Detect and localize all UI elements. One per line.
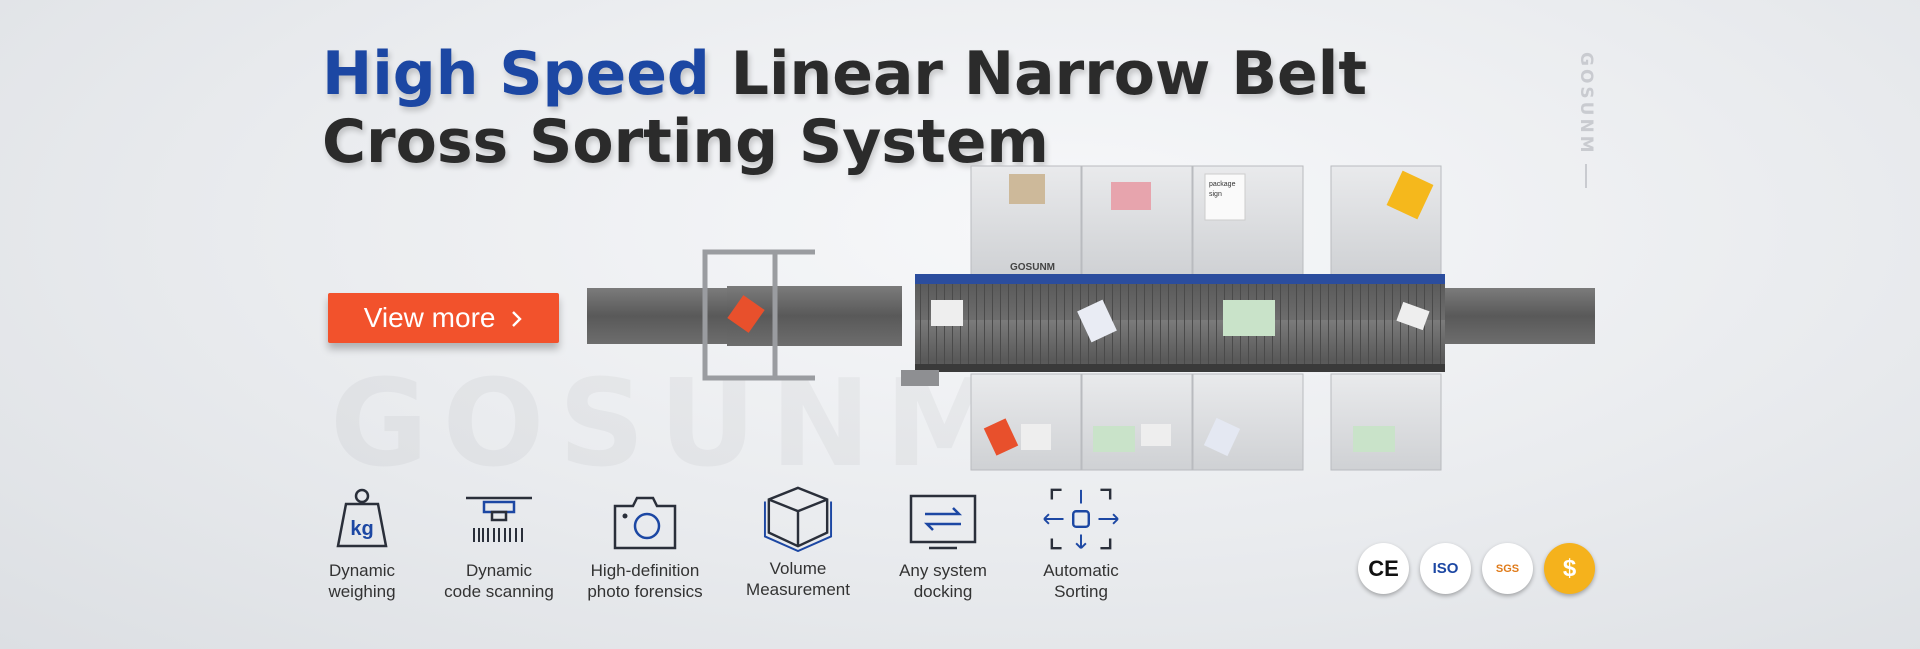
feature-system-docking: Any system docking	[873, 484, 1013, 602]
package-on-belt-2	[1077, 299, 1117, 343]
bottom-bins	[970, 373, 1442, 471]
feature-label: Automatic Sorting	[1043, 561, 1119, 601]
title-line1: Linear Narrow Belt	[709, 39, 1368, 109]
feature-label: Any system docking	[899, 561, 987, 601]
title-line2: Cross Sorting System	[322, 107, 1049, 177]
monitor-exchange-icon	[909, 494, 977, 550]
weight-kg-icon: kg	[336, 488, 388, 548]
auto-sort-icon	[1043, 488, 1119, 550]
package-yellow	[1386, 170, 1434, 220]
certification-badges: CE ISO SGS $	[1358, 543, 1595, 594]
package-on-belt-3	[1223, 300, 1275, 336]
package-label-1: package	[1209, 181, 1236, 188]
view-more-label: View more	[363, 302, 496, 333]
package-orange	[727, 295, 765, 333]
vertical-logo-text: GOSUNM	[1576, 52, 1596, 156]
feature-photo-forensics: High-definition photo forensics	[575, 484, 715, 602]
machine-logo: GOSUNM	[1010, 262, 1055, 273]
package-label-2: sign	[1209, 191, 1222, 198]
barcode-scanner-icon	[466, 496, 532, 542]
chevron-right-icon	[511, 302, 523, 334]
logo-divider	[1585, 163, 1587, 188]
feature-label: Dynamic code scanning	[444, 561, 554, 601]
package-white	[1204, 173, 1246, 221]
package-on-belt-4	[1396, 301, 1430, 331]
title-accent: High Speed	[322, 39, 710, 109]
sgs-icon: SGS	[1482, 543, 1533, 594]
kg-text: kg	[350, 518, 373, 540]
outfeed-conveyor	[1445, 288, 1595, 344]
sorter-machine-illustration: package sign GOSUNM	[587, 165, 1595, 471]
scanner-frame	[702, 249, 815, 381]
feature-label: Volume Measurement	[746, 559, 850, 599]
feature-volume-measurement: Volume Measurement	[728, 482, 868, 600]
package-kraft	[1009, 174, 1045, 204]
dollar-shield-icon: $	[1544, 543, 1595, 594]
ce-mark-icon: CE	[1358, 543, 1409, 594]
camera-icon	[613, 496, 677, 550]
feature-dynamic-weighing: kg Dynamic weighing	[292, 484, 432, 602]
package-on-belt-1	[931, 300, 963, 326]
iso-icon: ISO	[1420, 543, 1471, 594]
package-pink	[1111, 182, 1151, 210]
feature-label: High-definition photo forensics	[587, 561, 703, 601]
box-volume-icon	[763, 486, 833, 552]
feature-label: Dynamic weighing	[328, 561, 396, 601]
top-bins: package sign	[970, 165, 1442, 277]
cross-belt	[915, 284, 1445, 364]
control-box	[901, 370, 939, 386]
view-more-button[interactable]: View more	[328, 293, 559, 343]
feature-dynamic-code-scanning: Dynamic code scanning	[429, 484, 569, 602]
page-title: High Speed Linear Narrow Belt Cross Sort…	[322, 40, 1367, 176]
vertical-logo: GOSUNM	[1576, 52, 1596, 188]
feature-automatic-sorting: Automatic Sorting	[1011, 484, 1151, 602]
machine-top-rail	[915, 274, 1445, 284]
